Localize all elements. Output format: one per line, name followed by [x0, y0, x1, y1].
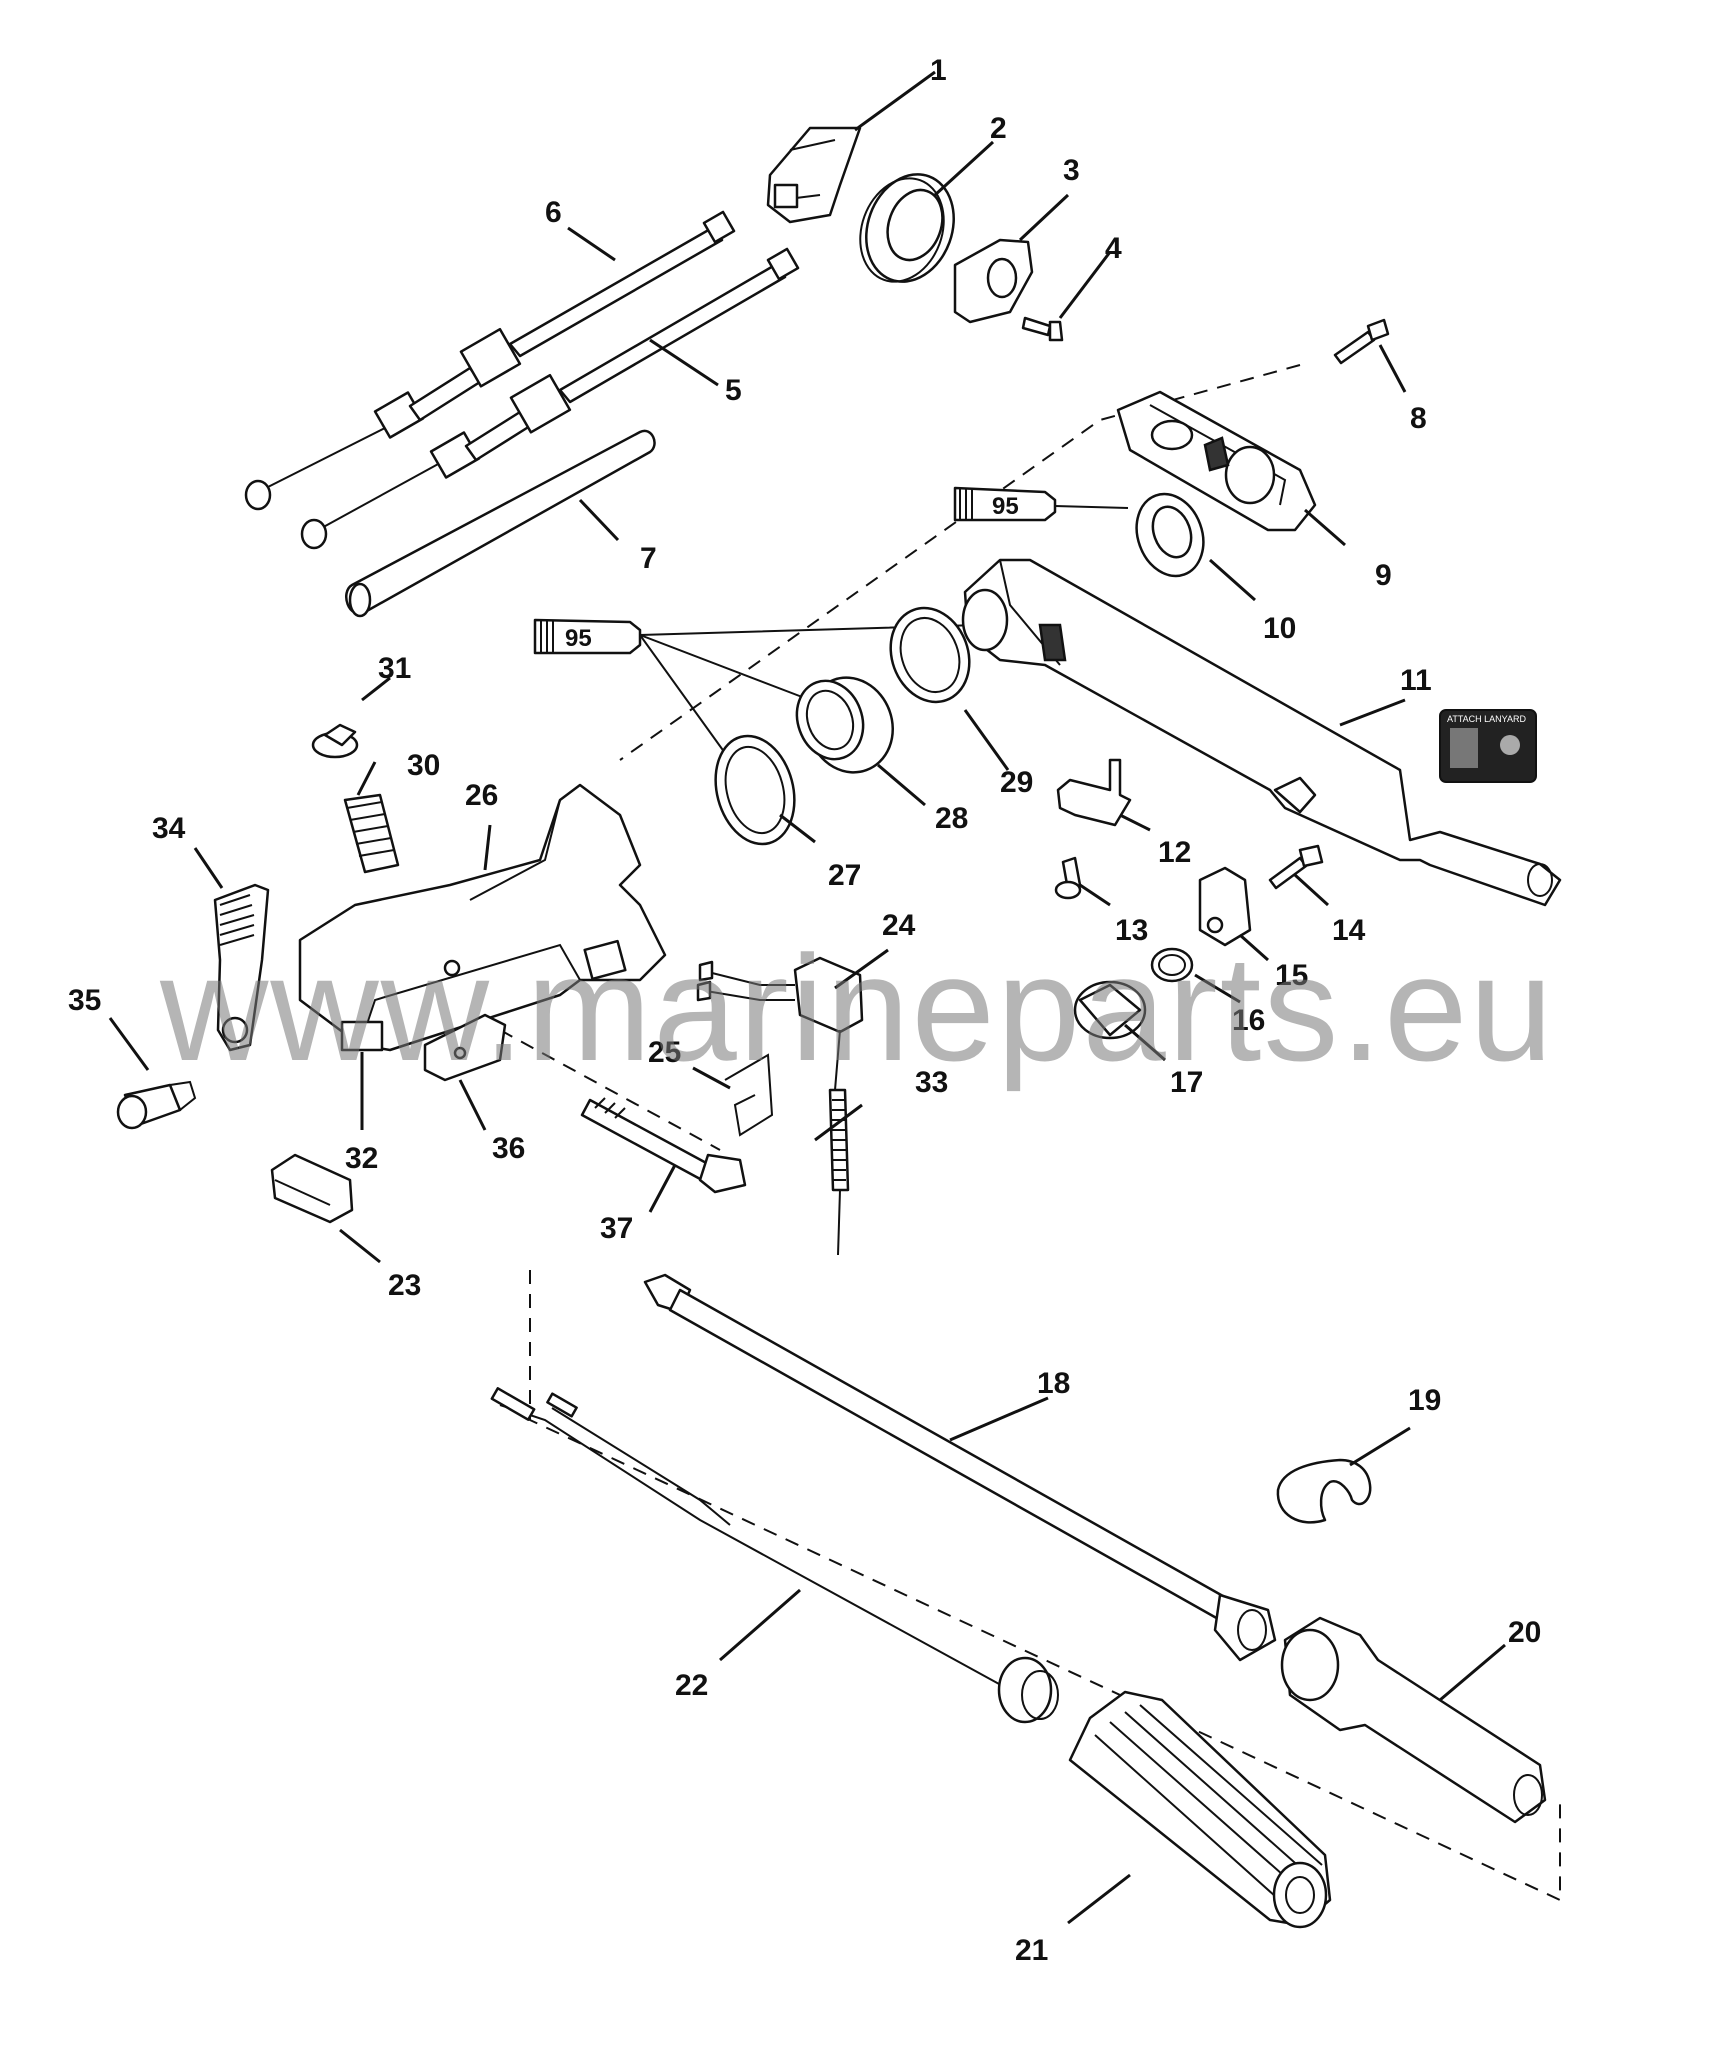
part-17-knob — [1073, 980, 1147, 1040]
sealant-tube-b: 95 — [533, 618, 979, 761]
callout-numbers: 1 2 3 4 5 6 7 8 9 10 11 12 13 14 15 16 1… — [68, 54, 1541, 1967]
callout-1: 1 — [930, 54, 947, 87]
callout-31: 31 — [378, 652, 411, 685]
callout-26: 26 — [465, 779, 498, 812]
callout-10: 10 — [1263, 612, 1296, 645]
part-30-spring — [343, 793, 400, 874]
part-35-shoulder-screw — [116, 1080, 197, 1130]
callout-33: 33 — [915, 1066, 948, 1099]
callout-19: 19 — [1408, 1384, 1441, 1417]
part-15-clip — [1198, 866, 1252, 947]
callout-13: 13 — [1115, 914, 1148, 947]
callout-20: 20 — [1508, 1616, 1541, 1649]
watermark-text: www.marineparts.eu — [159, 924, 1555, 1092]
callout-16: 16 — [1232, 1004, 1265, 1037]
sealant-tube-a: 95 — [953, 486, 1129, 522]
callout-17: 17 — [1170, 1066, 1203, 1099]
sealant-label-b: 95 — [565, 625, 592, 652]
part-12-bracket — [1056, 758, 1132, 827]
part-6-throttle-cable — [244, 210, 736, 511]
callout-21: 21 — [1015, 1934, 1048, 1967]
part-33-lanyard — [828, 1029, 850, 1256]
callout-3: 3 — [1063, 154, 1080, 187]
part-4-screw — [1021, 316, 1064, 342]
callout-12: 12 — [1158, 836, 1191, 869]
callout-28: 28 — [935, 802, 968, 835]
callout-22: 22 — [675, 1669, 708, 1702]
part-34-lever — [213, 883, 270, 1052]
part-20-grip-core — [1280, 1616, 1547, 1824]
callout-9: 9 — [1375, 559, 1392, 592]
callout-11: 11 — [1400, 664, 1432, 697]
callout-35: 35 — [68, 984, 101, 1017]
callout-23: 23 — [388, 1269, 421, 1302]
callout-4: 4 — [1105, 232, 1122, 265]
leader-lines — [108, 70, 1506, 1925]
callout-7: 7 — [640, 542, 657, 575]
part-13-screw — [1054, 856, 1082, 900]
callout-29: 29 — [1000, 766, 1033, 799]
part-10-bushing — [1135, 492, 1205, 578]
callout-8: 8 — [1410, 402, 1427, 435]
callout-25: 25 — [648, 1036, 681, 1069]
part-1-clamp — [766, 126, 862, 224]
part-29-washer — [889, 606, 971, 704]
part-9-cover — [1116, 390, 1317, 532]
part-25-clip — [724, 1053, 774, 1137]
part-11-tiller-arm — [961, 558, 1562, 907]
part-21-grip — [1068, 1690, 1332, 1929]
callout-6: 6 — [545, 196, 562, 229]
callout-5: 5 — [725, 374, 742, 407]
part-19-split-ring — [1276, 1458, 1372, 1524]
callout-14: 14 — [1332, 914, 1366, 947]
callout-27: 27 — [828, 859, 861, 892]
callout-34: 34 — [152, 812, 186, 845]
part-3-plate — [953, 238, 1034, 324]
part-22-throttle-cable — [490, 1387, 1059, 1724]
callout-32: 32 — [345, 1142, 378, 1175]
part-16-o-ring — [1150, 947, 1194, 983]
assembly-axis-bolt — [499, 1029, 721, 1151]
part-14-bolt — [1268, 844, 1324, 890]
part-8-bolt — [1333, 318, 1390, 365]
part-18-shaft — [643, 1273, 1277, 1662]
callout-30: 30 — [407, 749, 440, 782]
attach-lanyard-decal: ATTACH LANYARD — [1439, 709, 1537, 783]
part-28-bushing — [795, 676, 894, 774]
callout-18: 18 — [1037, 1367, 1070, 1400]
part-32-pad — [340, 1020, 384, 1052]
callout-24: 24 — [882, 909, 916, 942]
assembly-axis-lower — [529, 1270, 1561, 1902]
part-26-tiller-bracket — [298, 783, 667, 1052]
decal-text: ATTACH LANYARD — [1447, 714, 1527, 724]
part-37-bolt — [580, 1097, 747, 1194]
part-27-seal — [714, 734, 796, 846]
part-36-bracket-plate — [423, 1013, 507, 1082]
part-23-clip — [270, 1153, 354, 1224]
callout-15: 15 — [1275, 959, 1308, 992]
callout-36: 36 — [492, 1132, 525, 1165]
part-5-shift-cable — [300, 247, 800, 550]
part-31-clip — [311, 723, 359, 759]
part-7-hose — [345, 429, 656, 618]
callout-2: 2 — [990, 112, 1007, 145]
part-2-gear-ring — [859, 173, 955, 283]
sealant-label-a: 95 — [992, 493, 1019, 520]
callout-37: 37 — [600, 1212, 633, 1245]
part-24-switch — [696, 956, 864, 1034]
